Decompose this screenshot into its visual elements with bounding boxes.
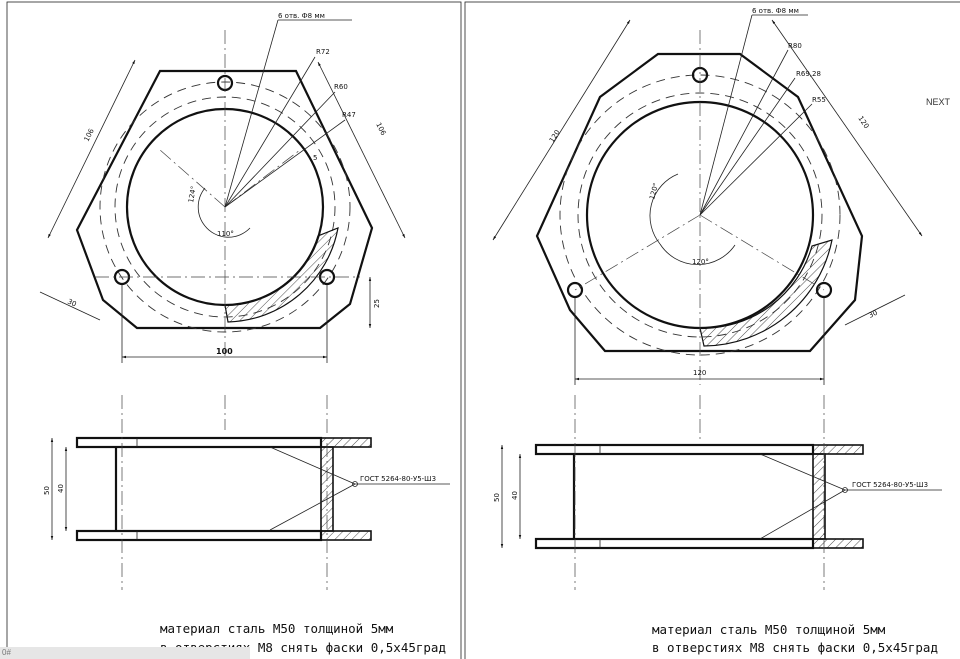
left-holes-note: 6 отв. Ф8 мм	[278, 12, 325, 20]
left-angle-arc-2	[204, 225, 251, 238]
right-leader-r69	[699, 77, 796, 216]
right-weld-leader-2	[759, 453, 846, 491]
left-section-view: 50 40 ГОСТ 5264-80-У5-Ш3	[43, 395, 450, 590]
left-angle-1: 124°	[187, 185, 198, 203]
right-weld-note: ГОСТ 5264-80-У5-Ш3	[852, 481, 928, 489]
right-leader-r55	[699, 103, 813, 216]
right-30-label: 30	[867, 309, 879, 320]
right-50-label: 50	[493, 493, 501, 502]
right-hatch-wall	[812, 453, 826, 540]
right-40-label: 40	[511, 491, 519, 500]
right-hatched-section	[699, 239, 833, 347]
left-flange-bottom	[75, 529, 323, 542]
left-25-label: 25	[373, 299, 381, 308]
right-weld-leader	[759, 489, 846, 540]
status-bar: 0#	[0, 647, 250, 659]
left-hatch-bottom	[320, 530, 372, 541]
right-r69: R69,28	[796, 70, 821, 78]
right-angle-2: 120°	[692, 258, 709, 266]
left-hatch-top	[320, 437, 372, 448]
left-flange-top	[75, 436, 323, 449]
right-dim-30	[844, 294, 906, 326]
left-angle-arc-1	[197, 187, 206, 227]
left-40-label: 40	[57, 484, 65, 493]
next-link[interactable]: NEXT	[926, 97, 951, 107]
left-dim-side-left	[47, 59, 136, 239]
right-angle-1: 120°	[648, 182, 660, 200]
right-r80: R80	[788, 42, 802, 50]
left-weld-point	[352, 481, 358, 487]
left-plan-view: 6 отв. Ф8 мм R72 R60 R47 5 106 106 124° …	[39, 12, 406, 363]
left-leader-r60	[224, 91, 336, 208]
right-dim-side-left	[492, 19, 631, 241]
right-bottom-label: 120	[693, 369, 706, 377]
right-hole-right	[815, 281, 833, 299]
right-plan-view: 6 отв. Ф8 мм R80 R69,28 R55 120 120 120°…	[492, 7, 923, 385]
right-angle-arc-1	[649, 173, 679, 245]
right-hole-left	[566, 281, 584, 299]
left-dim-side-right	[317, 61, 406, 239]
left-r47: R47	[342, 111, 356, 119]
right-chamfer-note: в отверстиях М8 снять фаски 0,5х45град	[652, 640, 938, 655]
left-r60: R60	[334, 83, 348, 91]
left-centerline-d1	[159, 149, 226, 208]
right-dim-side-right	[771, 19, 923, 237]
right-material-note: материал сталь М50 толщиной 5мм	[652, 622, 886, 637]
right-centerline-d2	[699, 214, 825, 291]
left-dim-30	[39, 291, 101, 321]
right-centerline-d1	[574, 214, 701, 291]
right-flange-top	[534, 443, 815, 456]
right-leader-r80	[699, 49, 789, 216]
left-r72: R72	[316, 48, 330, 56]
right-angle-arc-2	[659, 243, 736, 266]
right-side-right-label: 120	[856, 115, 870, 131]
sheet-frame-right	[464, 1, 960, 659]
right-side-left-label: 120	[548, 128, 562, 144]
right-r55: R55	[812, 96, 826, 104]
left-centerline-d2	[224, 149, 301, 208]
right-leader-holes	[699, 14, 753, 216]
left-leader-r72	[224, 56, 316, 208]
left-weld-leader-2	[269, 446, 356, 485]
left-weld-leader	[269, 483, 356, 531]
sheet-frame-left	[6, 1, 462, 659]
left-bottom-label: 100	[216, 347, 233, 356]
left-leader-r47	[224, 119, 346, 208]
left-side-right-label: 106	[374, 121, 387, 137]
left-dim-5: 5	[313, 154, 317, 162]
right-section-view: 50 40 ГОСТ 5264-80-У5-Ш3	[493, 395, 942, 590]
right-weld-point	[842, 487, 848, 493]
right-flange-bottom	[534, 537, 815, 550]
left-angle-2: 110°	[217, 230, 234, 238]
left-50-label: 50	[43, 486, 51, 495]
left-side-left-label: 106	[83, 127, 96, 143]
left-leader-holes	[224, 19, 279, 208]
right-hatch-bottom	[812, 538, 864, 549]
right-hatch-top	[812, 444, 864, 455]
right-holes-note: 6 отв. Ф8 мм	[752, 7, 799, 15]
left-weld-note: ГОСТ 5264-80-У5-Ш3	[360, 475, 436, 483]
left-material-note: материал сталь М50 толщиной 5мм	[160, 621, 394, 636]
left-30-label: 30	[66, 298, 77, 309]
